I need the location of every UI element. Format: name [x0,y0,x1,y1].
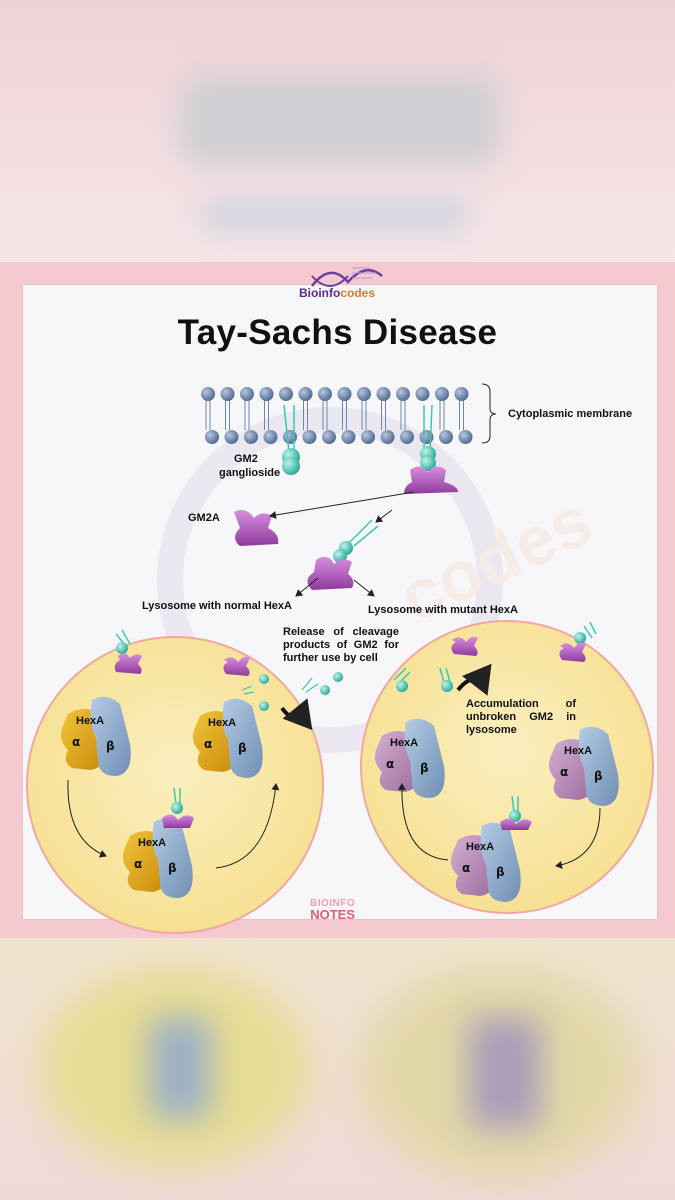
release-label: Release of cleavage products of GM2 for … [283,626,399,664]
accumulation-curved-arrow [456,663,492,696]
cycle-arrow-mutant-left [397,783,449,861]
beta-subunit-label: β [420,761,429,775]
footer-logo: BIOINFO NOTES [310,898,356,922]
normal-lysosome-label: Lysosome with normal HexA [142,600,292,612]
hexa-normal-3: HexA α β [122,818,193,898]
hexa-mutant-2: HexA α β [548,726,619,806]
footer-line1: BIOINFO [310,898,356,909]
release-curved-arrow [280,698,313,731]
blurred-background-top [0,0,675,262]
blurred-background-bottom [0,938,675,1200]
beta-subunit-label: β [238,741,247,755]
hexa-label: HexA [76,715,104,727]
gm2-gm2a-complex-membrane [404,404,458,494]
beta-subunit-label: β [106,739,115,753]
hexa-label: HexA [564,745,592,757]
alpha-subunit-label: α [462,861,470,875]
hexa-normal-1: HexA α β [60,696,131,776]
arrow-to-mutant [353,579,375,597]
lysosome-mutant [360,620,654,914]
alpha-subunit-label: α [134,857,142,871]
hexa-label: HexA [466,841,494,853]
mutant-lysosome-label: Lysosome with mutant HexA [368,604,518,616]
gm2-on-hexa-mutant [500,795,532,830]
gm2a-mutant-1 [451,636,478,656]
cycle-arrow-normal-left [67,779,107,858]
cycle-arrow-mutant-right [555,807,601,869]
hexa-mutant-1: HexA α β [374,718,445,798]
page-title: Tay-Sachs Disease [177,313,498,352]
alpha-subunit-label: α [386,757,394,771]
hexa-label: HexA [138,837,166,849]
cycle-arrow-normal-right [215,783,280,869]
hexa-label: HexA [208,717,236,729]
membrane-bracket [481,383,497,444]
gm2-label-line1: GM2 [234,453,258,465]
beta-subunit-label: β [496,865,505,879]
arrow-to-normal [295,577,319,597]
arrow-to-gm2a [269,491,415,519]
membrane-label: Cytoplasmic membrane [508,408,633,420]
alpha-subunit-label: α [560,765,568,779]
arrow-to-complex [375,509,393,523]
beta-subunit-label: β [594,769,603,783]
gm2-gm2a-mutant-2 [559,621,597,662]
gm2-gm2a-complex [307,519,379,590]
accumulation-label: Accumulation of unbroken GM2 in lysosome [466,698,576,736]
gm2a-protein [234,510,279,546]
gm2a-released [223,656,250,676]
cleavage-products [241,672,343,711]
alpha-subunit-label: α [204,737,212,751]
logo-text: Bioinfocodes [299,286,376,300]
hexa-mutant-3: HexA α β [450,822,521,902]
hexa-label: HexA [390,737,418,749]
hexa-normal-2: HexA α β [192,698,263,778]
logo-dna-icon [311,267,383,287]
footer-line2: NOTES [310,907,355,922]
gm2-ganglioside-membrane [282,404,300,475]
alpha-subunit-label: α [72,735,80,749]
beta-subunit-label: β [168,861,177,875]
gm2-entering-normal [114,629,142,674]
unbroken-gm2 [393,667,453,692]
gm2-label-line2: ganglioside [219,467,281,479]
gm2a-label: GM2A [188,512,220,524]
gm2-on-hexa-normal [162,787,194,828]
